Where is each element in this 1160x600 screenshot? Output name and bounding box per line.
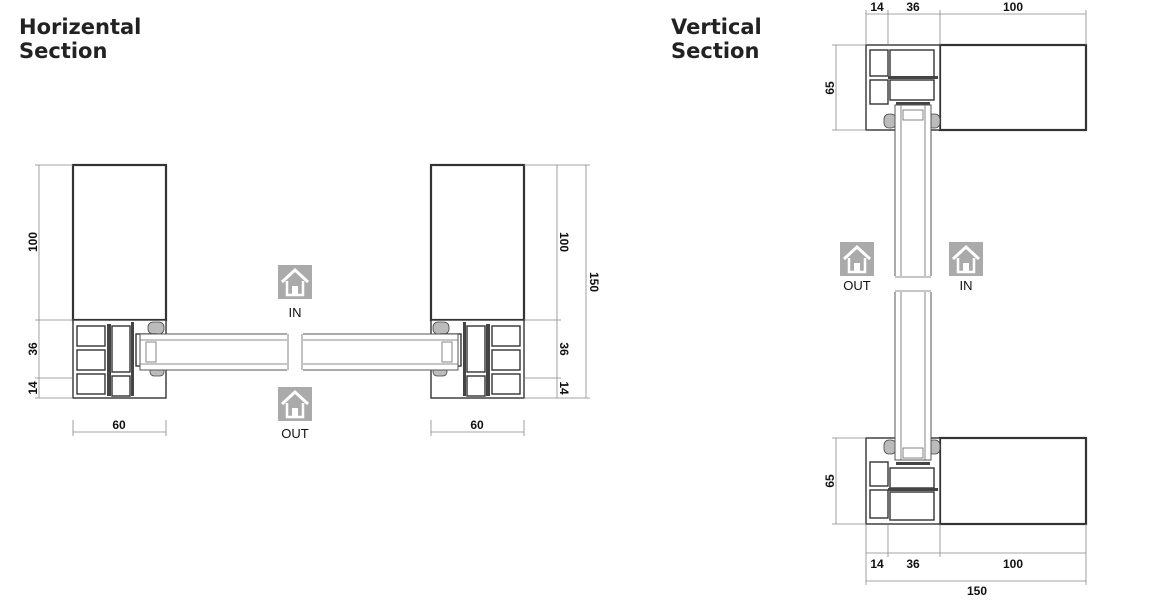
vertical-bottom-dimensions: 14 36 100 150 65 [823, 437, 1087, 598]
bottom-dim-14: 14 [870, 557, 884, 571]
vertical-section-title: Vertical Section [671, 15, 762, 63]
in-house-icon [276, 263, 314, 301]
bottom-dim-65: 65 [823, 474, 837, 488]
right-dim-100: 100 [557, 232, 571, 252]
horizontal-section-title: Horizental Section [19, 15, 141, 63]
vertical-in-house-icon [947, 240, 985, 278]
vertical-out-label: OUT [843, 278, 871, 293]
horizontal-title-line-2: Section [19, 39, 108, 63]
vertical-in-label: IN [960, 278, 973, 293]
horizontal-left-dimensions: 100 36 14 60 [26, 164, 167, 436]
vertical-title-line-2: Section [671, 39, 760, 63]
horizontal-in-label: IN [289, 305, 302, 320]
horizontal-glass-panel [139, 330, 459, 374]
vertical-title-line-1: Vertical [671, 15, 762, 39]
horizontal-title-line-1: Horizental [19, 15, 142, 39]
right-dim-36: 36 [557, 342, 571, 356]
vertical-glass-panel [890, 104, 936, 461]
right-dim-14: 14 [557, 381, 571, 395]
bottom-transom-box [938, 436, 1088, 526]
top-dim-65: 65 [823, 81, 837, 95]
left-dim-100: 100 [26, 232, 40, 252]
vertical-out-house-icon [838, 240, 876, 278]
right-dim-150: 150 [587, 272, 601, 292]
top-dim-100: 100 [1003, 0, 1023, 14]
left-mullion-box [71, 163, 168, 322]
top-dim-36: 36 [906, 0, 920, 14]
left-dim-36: 36 [26, 342, 40, 356]
left-dim-14: 14 [26, 381, 40, 395]
right-dim-60: 60 [470, 418, 484, 432]
top-transom-box [938, 43, 1088, 132]
out-house-icon [276, 385, 314, 423]
bottom-dim-100: 100 [1003, 557, 1023, 571]
horizontal-right-dimensions: 100 36 14 150 60 [430, 164, 601, 436]
left-dim-60: 60 [112, 418, 126, 432]
bottom-dim-36: 36 [906, 557, 920, 571]
right-mullion-box [429, 163, 526, 322]
bottom-dim-150: 150 [967, 584, 987, 598]
vertical-top-dimensions: 14 36 100 65 [823, 0, 1087, 131]
top-dim-14: 14 [870, 0, 884, 14]
horizontal-out-label: OUT [281, 426, 309, 441]
